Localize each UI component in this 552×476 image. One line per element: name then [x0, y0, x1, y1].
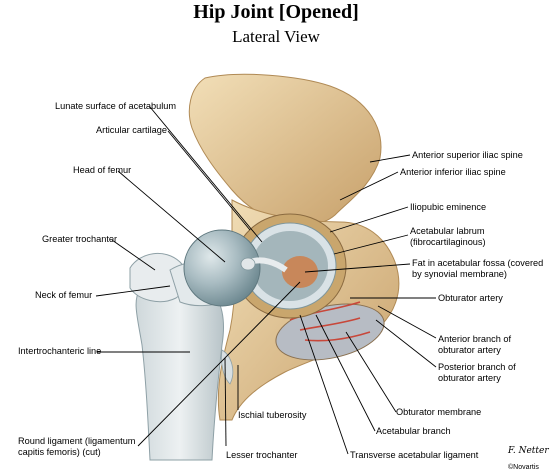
fat-in-fossa-shape [282, 256, 318, 288]
label-ischial-tuberosity: Ischial tuberosity [238, 410, 307, 420]
diagram-title: Hip Joint [Opened] [193, 1, 359, 23]
label-fat-in-fossa: Fat in acetabular fossa (covered by syno… [412, 258, 544, 279]
ilium-bone [188, 73, 382, 226]
label-obturator-artery: Obturator artery [438, 293, 503, 303]
label-greater-trochanter: Greater trochanter [42, 234, 118, 244]
leader-lines [95, 106, 437, 455]
label-round-ligament: Round ligament (ligamentum capitis femor… [18, 436, 136, 457]
diagram-subtitle: Lateral View [232, 27, 320, 46]
label-lesser-trochanter: Lesser trochanter [226, 450, 298, 460]
artist-signature: F. Netter [508, 446, 549, 456]
label-transverse-acetabular-ligament: Transverse acetabular ligament [350, 450, 479, 460]
label-anterior-superior-iliac-spine: Anterior superior iliac spine [412, 150, 523, 160]
label-iliopubic-eminence: Iliopubic eminence [410, 202, 487, 212]
label-acetabular-branch: Acetabular branch [376, 426, 451, 436]
label-anterior-inferior-iliac-spine: Anterior inferior iliac spine [400, 167, 506, 177]
femur-shaft [135, 279, 224, 461]
label-obturator-membrane: Obturator membrane [396, 407, 482, 417]
label-posterior-branch: Posterior branch of obturator artery [438, 362, 516, 383]
femoral-head-shape [183, 229, 261, 307]
label-lunate-surface: Lunate surface of acetabulum [55, 101, 177, 111]
label-acetabular-labrum: Acetabular labrum (fibrocartilaginous) [410, 226, 486, 247]
label-neck-of-femur: Neck of femur [35, 290, 93, 300]
copyright-notice: ©Novartis [508, 464, 539, 471]
label-articular-cartilage: Articular cartilage [96, 125, 167, 135]
label-intertrochanteric-line: Intertrochanteric line [18, 346, 102, 356]
label-head-of-femur: Head of femur [73, 165, 132, 175]
label-anterior-branch: Anterior branch of obturator artery [438, 334, 512, 355]
